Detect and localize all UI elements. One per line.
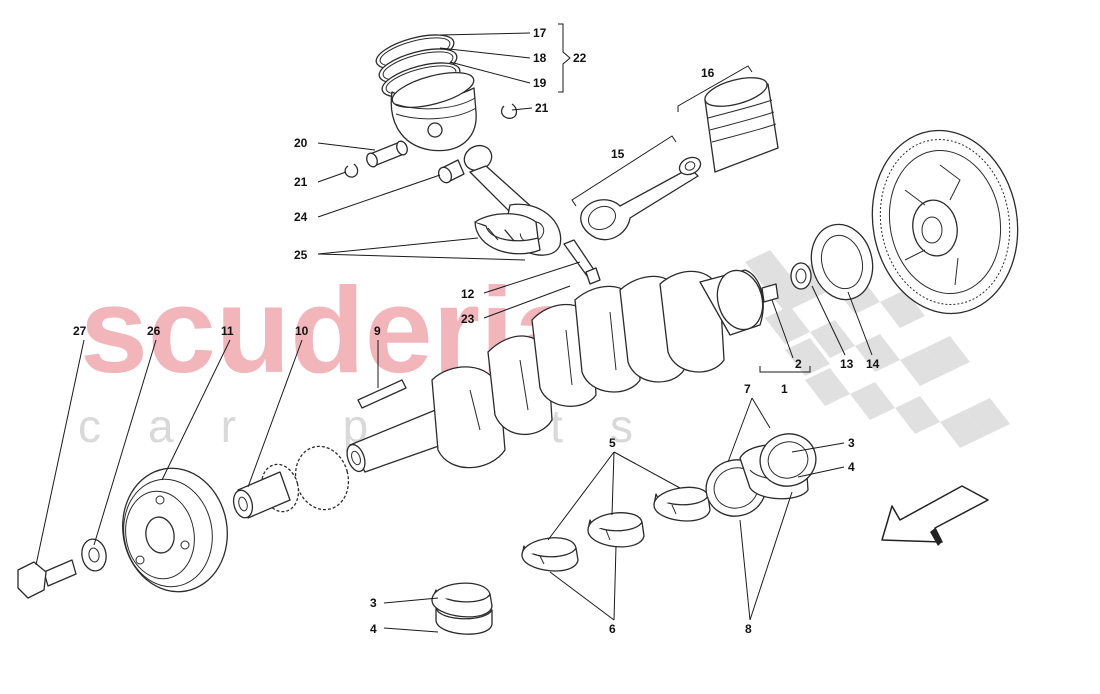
big-end-bearing-shell-25 <box>474 213 541 255</box>
leader-lines <box>35 23 873 633</box>
callout-9: 9 <box>374 324 381 338</box>
callout-10: 10 <box>295 324 309 338</box>
callout-6: 6 <box>609 622 616 636</box>
callout-20: 20 <box>294 136 308 150</box>
crankshaft <box>346 269 764 473</box>
callout-15: 15 <box>611 147 625 161</box>
callout-5: 5 <box>609 436 616 450</box>
callout-24: 24 <box>294 210 308 224</box>
small-end-bush-24 <box>437 159 465 184</box>
piston-assembly-16 <box>704 77 779 173</box>
washer-26 <box>81 538 107 572</box>
main-bearing-shell-5a <box>521 537 579 572</box>
piston <box>390 71 477 152</box>
timing-gear-10 <box>232 445 350 519</box>
bush-13 <box>790 262 812 290</box>
orientation-arrow-icon <box>881 485 989 546</box>
callout-3-right: 3 <box>848 436 855 450</box>
callout-13: 13 <box>840 357 854 371</box>
connecting-rod-assembly-15 <box>580 156 702 241</box>
callout-21-upper: 21 <box>535 101 549 115</box>
callout-25: 25 <box>294 248 308 262</box>
main-bearing-shell-5c <box>653 486 711 522</box>
callout-16: 16 <box>701 66 715 80</box>
callout-4-right: 4 <box>848 460 855 474</box>
callout-12: 12 <box>461 287 475 301</box>
callout-3-left: 3 <box>370 596 377 610</box>
piston-circlip-21-lower <box>344 163 359 178</box>
callout-14: 14 <box>866 357 880 371</box>
piston-pin-20 <box>366 140 408 168</box>
thrust-washer-8 <box>759 433 817 487</box>
callout-18: 18 <box>533 51 547 65</box>
rear-oil-seal-14 <box>810 223 874 301</box>
callout-2: 2 <box>795 357 802 371</box>
pulley-bolt-27 <box>17 559 77 599</box>
conrod-bolt-12 <box>563 239 601 285</box>
woodruff-key-9 <box>357 379 407 409</box>
flywheel <box>871 129 1019 315</box>
callout-1: 1 <box>781 382 788 396</box>
callout-19: 19 <box>533 76 547 90</box>
bearing-shell-pair-bottom <box>431 582 493 635</box>
main-bearing-shell-5b <box>587 512 645 548</box>
callout-21-lower: 21 <box>294 175 308 189</box>
callout-labels: 17 18 19 22 21 20 21 24 25 16 15 12 23 2… <box>73 26 880 636</box>
callout-22: 22 <box>573 51 587 65</box>
piston-circlip-21-upper <box>500 103 518 119</box>
callout-11: 11 <box>221 324 234 338</box>
callout-8: 8 <box>745 622 752 636</box>
callout-23: 23 <box>461 312 475 326</box>
callout-26: 26 <box>147 324 161 338</box>
callout-27: 27 <box>73 324 87 338</box>
callout-7: 7 <box>744 382 751 396</box>
callout-4-left: 4 <box>370 622 377 636</box>
dowel-2 <box>761 283 779 303</box>
pulley-11 <box>122 467 228 593</box>
callout-17: 17 <box>533 26 547 40</box>
